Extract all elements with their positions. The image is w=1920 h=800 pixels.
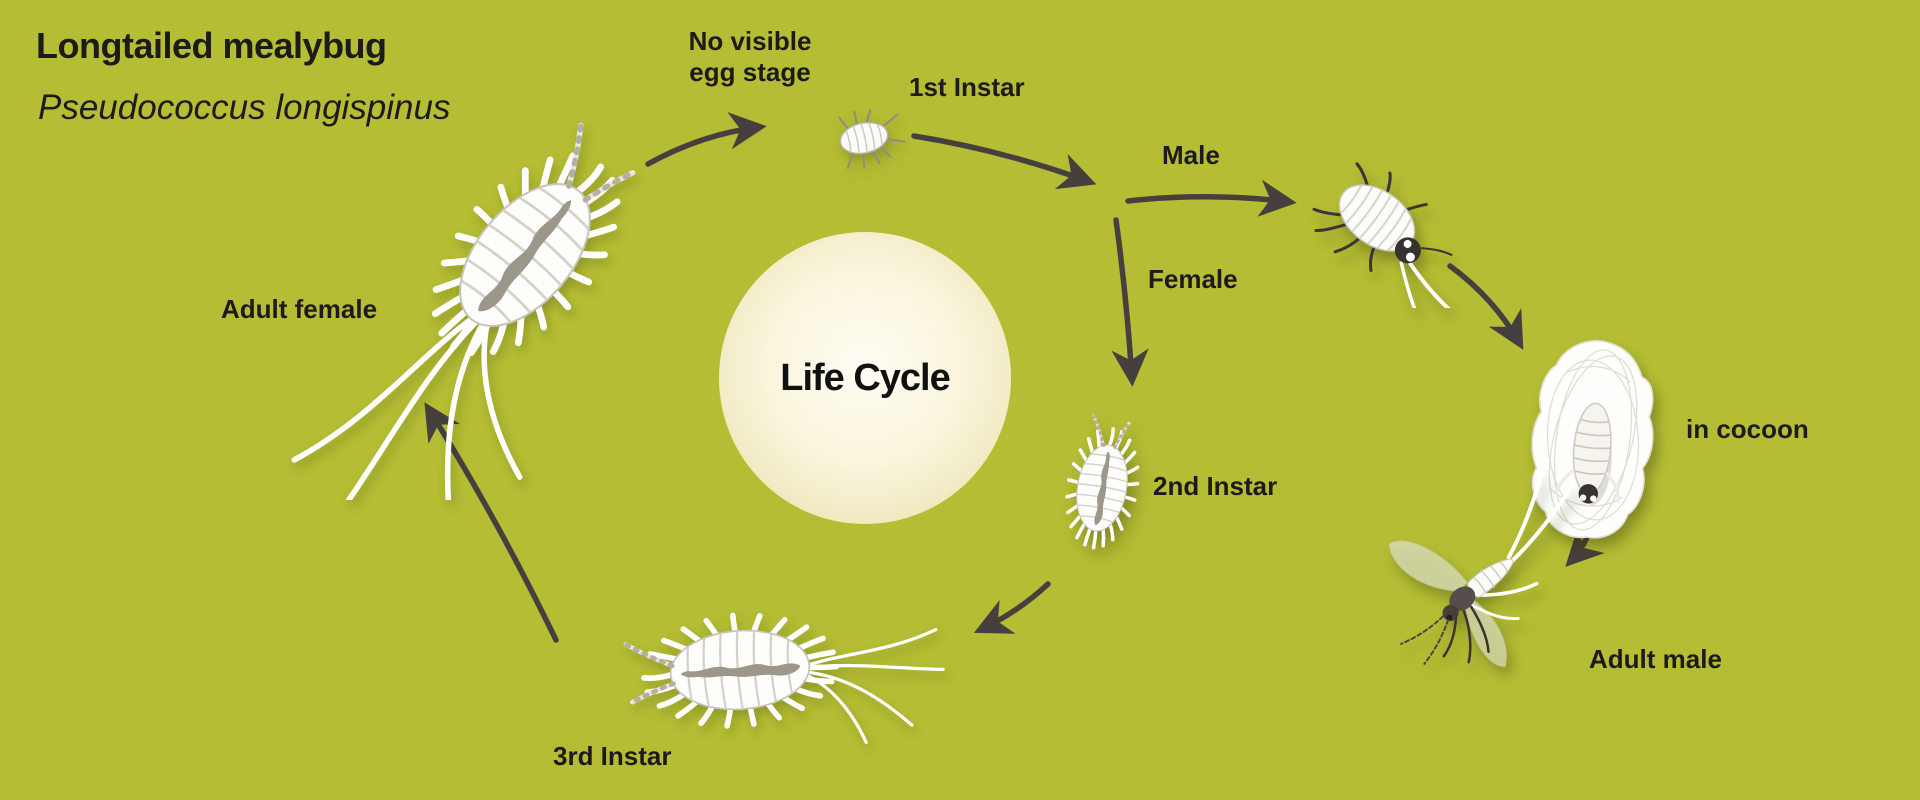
scientific-name: Pseudococcus longispinus xyxy=(38,88,451,127)
label-adult-female: Adult female xyxy=(221,294,378,324)
arrow-second-to-third-instar xyxy=(973,581,1051,634)
label-female-branch: Female xyxy=(1148,264,1238,294)
label-second-instar: 2nd Instar xyxy=(1153,471,1278,501)
first-instar-icon xyxy=(833,101,910,173)
arrow-branch-to-female xyxy=(1111,217,1149,387)
arrow-first-instar-to-branch xyxy=(911,133,1097,190)
adult-female-icon xyxy=(240,80,660,500)
arrow-third-instar-to-adult-female xyxy=(424,402,559,643)
arrow-male-to-cocoon xyxy=(1447,263,1524,350)
label-first-instar: 1st Instar xyxy=(909,72,1025,102)
label-in-cocoon: in cocoon xyxy=(1686,414,1809,444)
adult-male-icon xyxy=(1355,470,1595,710)
label-third-instar: 3rd Instar xyxy=(553,741,672,771)
label-male-branch: Male xyxy=(1162,140,1220,170)
male-nymph-icon xyxy=(1295,158,1485,308)
page-title: Longtailed mealybug xyxy=(36,25,387,66)
arrow-adult-female-to-egg-stage xyxy=(645,112,767,167)
label-adult-male: Adult male xyxy=(1589,644,1722,674)
label-egg-stage: No visible egg stage xyxy=(688,26,812,87)
life-cycle-circle: Life Cycle xyxy=(719,232,1011,524)
arrow-branch-to-male xyxy=(1125,179,1297,217)
second-instar-icon xyxy=(1056,411,1150,555)
life-cycle-label: Life Cycle xyxy=(780,356,951,399)
